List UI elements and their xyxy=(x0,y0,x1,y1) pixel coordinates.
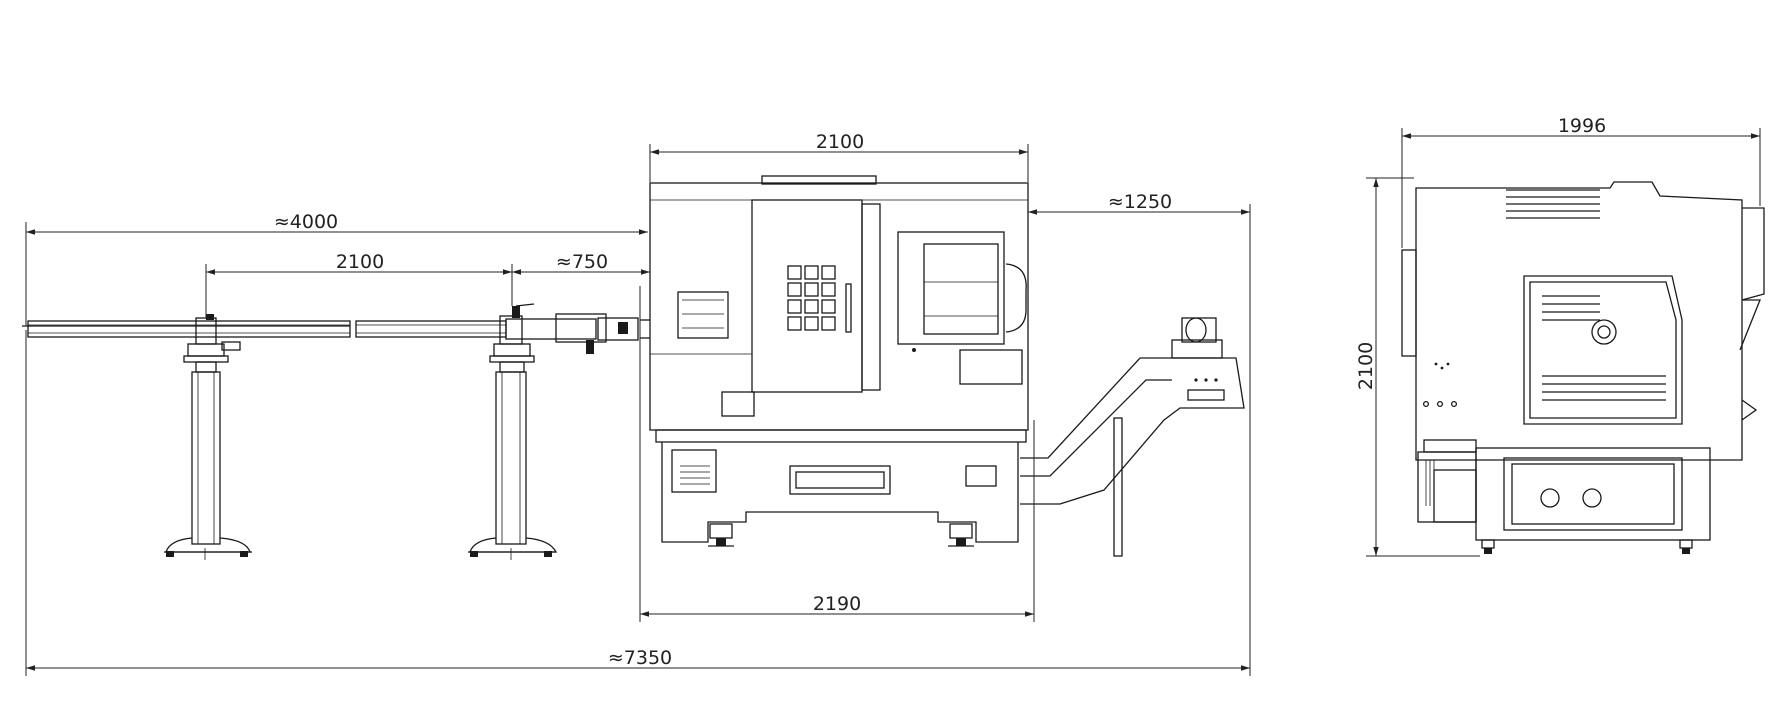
dim-feeder-to-spindle: ≈750 xyxy=(556,251,608,273)
dim-side-height: 2100 xyxy=(1355,342,1377,390)
lathe-side-view xyxy=(1401,181,1765,554)
dim-machine-width-top: 2100 xyxy=(816,131,864,153)
dim-chip-conveyor: ≈1250 xyxy=(1108,191,1172,213)
right-support xyxy=(468,303,558,560)
bar-feeder xyxy=(22,303,650,560)
left-support xyxy=(164,314,252,560)
dim-base-width: 2190 xyxy=(813,593,861,615)
dimension-lines xyxy=(25,128,1761,676)
chip-conveyor xyxy=(1020,317,1245,557)
lathe-front-view xyxy=(649,175,1029,547)
dim-support-spacing: 2100 xyxy=(336,251,384,273)
dim-bar-feeder-length: ≈4000 xyxy=(274,211,338,233)
dim-side-depth: 1996 xyxy=(1558,115,1606,137)
dim-overall-length: ≈7350 xyxy=(608,647,672,669)
control-keypad xyxy=(787,265,852,333)
top-vents xyxy=(1506,189,1600,219)
